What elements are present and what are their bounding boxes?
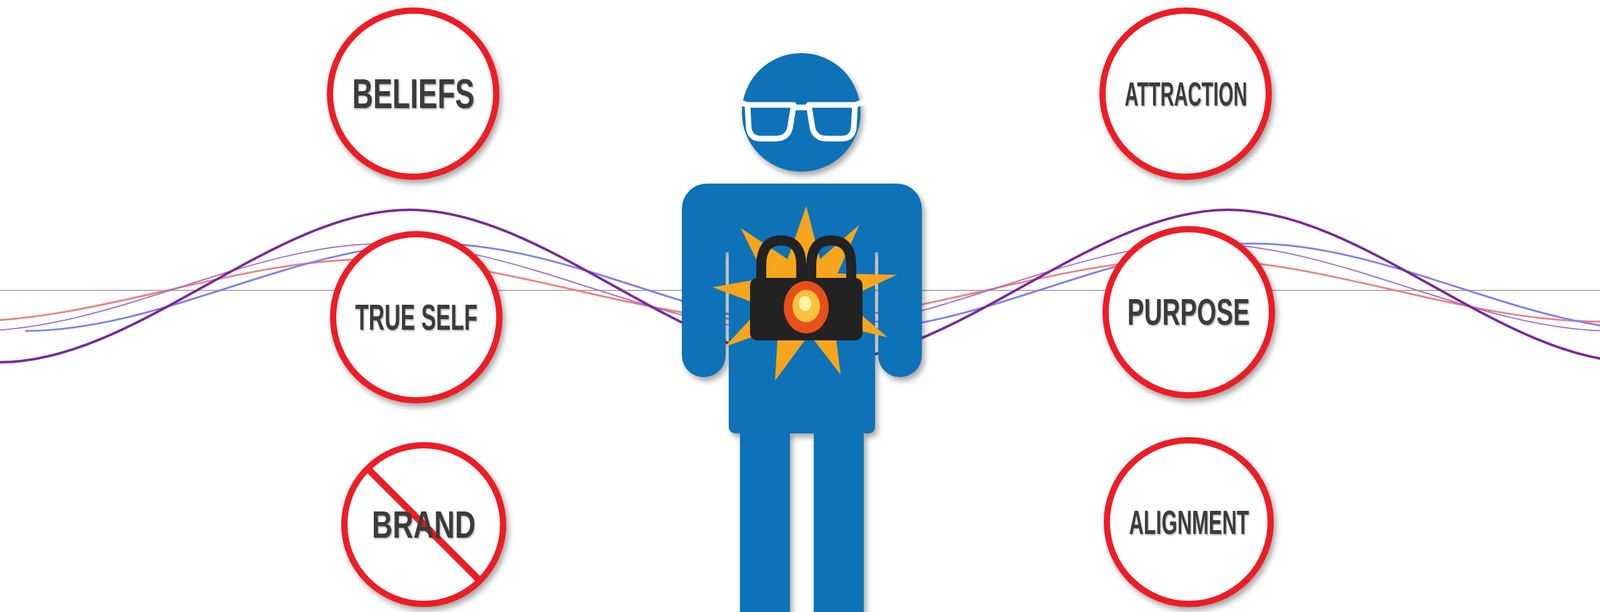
slash-line (368, 470, 479, 580)
circle-node: ATTRACTION (1099, 7, 1272, 180)
circle-node: BELIEFS (326, 7, 500, 180)
circle-node: ALIGNMENT (1103, 437, 1274, 608)
circle-node: TRUE SELF (330, 231, 503, 404)
circle-node: PURPOSE (1102, 226, 1275, 399)
node-label: BELIEFS (351, 73, 475, 115)
node-label: TRUE SELF (355, 299, 478, 336)
person-figure (681, 53, 922, 612)
node-label: BRAND (371, 505, 476, 545)
circle-node: BRAND (341, 442, 507, 608)
node-label: ALIGNMENT (1128, 505, 1249, 540)
starburst-lock (712, 206, 897, 382)
node-label: PURPOSE (1127, 293, 1250, 332)
glasses (736, 101, 867, 139)
node-label: ATTRACTION (1124, 76, 1247, 111)
